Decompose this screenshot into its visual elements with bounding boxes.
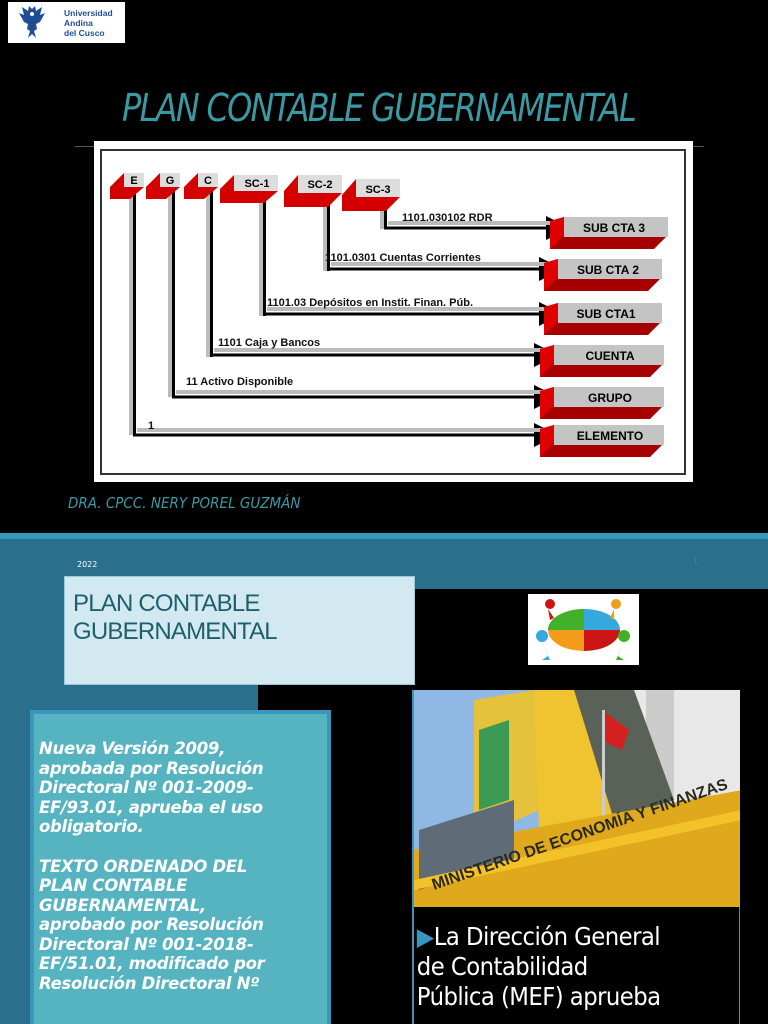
slide-number: 1 — [693, 556, 699, 566]
level-label: GRUPO — [588, 391, 632, 405]
title-box: PLAN CONTABLE GUBERNAMENTAL — [64, 576, 415, 685]
slide-title: PLAN CONTABLE GUBERNAMENTAL — [122, 86, 637, 130]
header-e: E — [130, 175, 137, 187]
slide-2: 2022 1 PLAN CONTABLE GUBERNAMENTAL Nueva… — [0, 533, 768, 1024]
slide-1: Universidad Andina del Cusco PLAN CONTAB… — [8, 2, 704, 512]
slide-title: PLAN CONTABLE GUBERNAMENTAL — [73, 590, 278, 646]
level-label: SUB CTA 3 — [583, 221, 645, 235]
header-sc1: SC-1 — [244, 178, 269, 190]
text-panel: Nueva Versión 2009, aprobada por Resoluc… — [30, 710, 331, 1024]
header-c: C — [204, 175, 212, 187]
diagram-frame: E G C SC-1 SC-2 SC-3 1101.030102 RDR 110… — [100, 149, 686, 475]
caption-text: ▶La Dirección General de Contabilidad Pú… — [416, 922, 661, 1011]
header-sc3: SC-3 — [365, 184, 390, 196]
caption-panel: ▶La Dirección General de Contabilidad Pú… — [412, 907, 740, 1024]
row-code: 1101.0301 Cuentas Corrientes — [325, 252, 481, 264]
divider — [692, 146, 704, 147]
university-logo: Universidad Andina del Cusco — [8, 2, 125, 43]
puzzle-team-image — [528, 594, 639, 665]
logo-line: del Cusco — [64, 27, 105, 38]
row-code: 1 — [148, 420, 154, 432]
logo-line: Andina — [64, 17, 93, 28]
level-label: SUB CTA1 — [576, 307, 635, 321]
header-sc2: SC-2 — [307, 179, 332, 191]
mef-building-photo: MINISTERIO DE ECONOMÍA Y FINANZAS — [412, 690, 740, 908]
slide-year: 2022 — [77, 560, 98, 569]
row-code: 1101.030102 RDR — [402, 212, 493, 224]
title-line: GUBERNAMENTAL — [73, 618, 278, 645]
header-band-accent — [0, 533, 768, 539]
row-code: 11 Activo Disponible — [186, 376, 293, 388]
row-code: 1101.03 Depósitos en Instit. Finan. Púb. — [267, 297, 473, 309]
level-label: ELEMENTO — [577, 429, 643, 443]
paragraph-texto-ordenado: TEXTO ORDENADO DEL PLAN CONTABLE GUBERNA… — [39, 856, 265, 993]
condor-emblem-icon — [19, 5, 45, 38]
level-label: CUENTA — [585, 349, 634, 363]
title-line: PLAN CONTABLE — [73, 590, 260, 617]
header-g: G — [166, 175, 175, 187]
paragraph-2009-version: Nueva Versión 2009, aprobada por Resoluc… — [39, 739, 264, 836]
diagram-graphic: E G C SC-1 SC-2 SC-3 1101.030102 RDR 110… — [110, 173, 668, 457]
bullet-triangle-icon: ▶ — [416, 922, 435, 951]
building-photo-graphic: MINISTERIO DE ECONOMÍA Y FINANZAS — [414, 690, 740, 908]
row-code: 1101 Caja y Bancos — [218, 337, 320, 349]
level-label: SUB CTA 2 — [577, 263, 639, 277]
author-name: DRA. CPCC. NERY POREL GUZMÁN — [68, 494, 301, 512]
puzzle-team-icon — [536, 599, 630, 660]
divider — [75, 146, 95, 147]
account-structure-diagram: E G C SC-1 SC-2 SC-3 1101.030102 RDR 110… — [94, 141, 693, 482]
logo-line: Universidad — [64, 7, 113, 18]
logo-text: Universidad Andina del Cusco — [64, 8, 113, 38]
